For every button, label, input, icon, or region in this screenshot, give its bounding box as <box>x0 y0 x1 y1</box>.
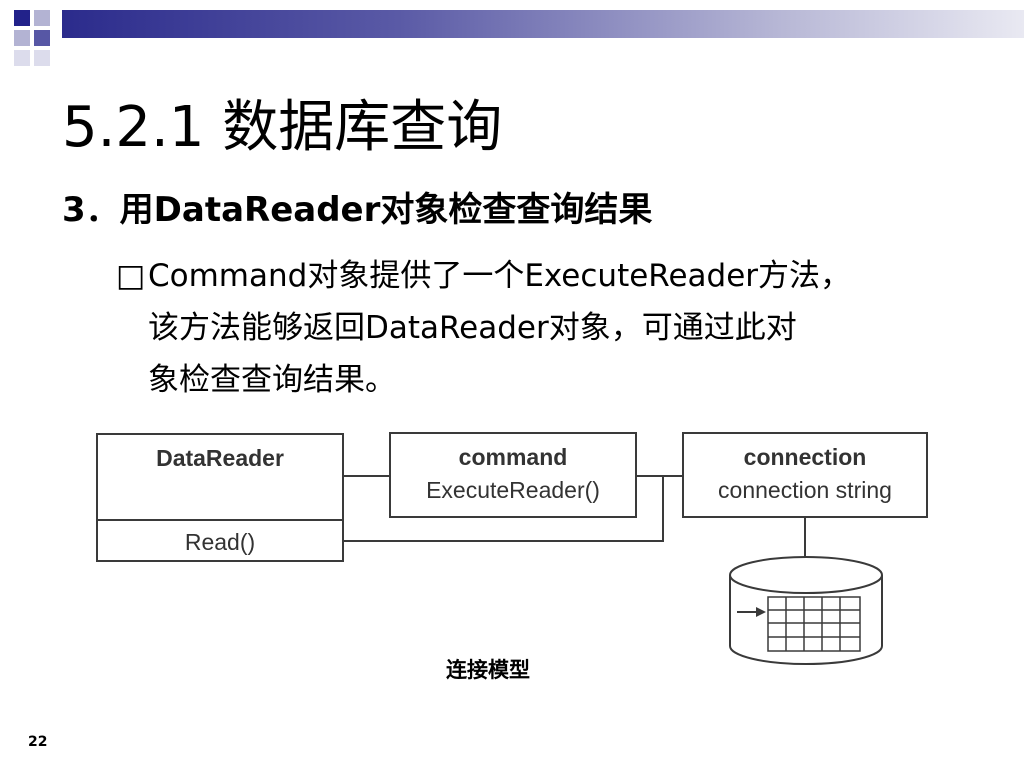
database-cylinder-icon <box>729 556 883 665</box>
bullet-text: Command对象提供了一个ExecuteReader方法， <box>148 258 852 294</box>
header-square-decoration <box>14 10 30 26</box>
bullet-text: 象检查查询结果。 <box>148 362 396 398</box>
diagram-caption: 连接模型 <box>446 658 530 682</box>
bullet-line: □Command对象提供了一个ExecuteReader方法， <box>116 250 1006 302</box>
header-square-decoration <box>14 50 30 66</box>
bullet-line: 该方法能够返回DataReader对象，可通过此对 <box>116 302 1006 354</box>
bullet-marker-icon: □ <box>116 258 146 294</box>
command-title: command <box>459 444 568 470</box>
header-square-decoration <box>34 50 50 66</box>
command-box: command ExecuteReader() <box>389 432 637 518</box>
connection-detail: connection string <box>718 477 892 503</box>
arrow-right-icon <box>737 607 766 617</box>
header-square-decoration <box>34 10 50 26</box>
connection-box: connection connection string <box>682 432 928 518</box>
datareader-method: Read() <box>185 529 255 555</box>
bullet-item: □Command对象提供了一个ExecuteReader方法， 该方法能够返回D… <box>116 250 1006 406</box>
header-decoration-band <box>62 10 1024 38</box>
command-method: ExecuteReader() <box>426 477 600 503</box>
bullet-text: 该方法能够返回DataReader对象，可通过此对 <box>148 310 797 346</box>
datareader-box: DataReader Read() <box>96 433 344 562</box>
header-square-decoration <box>34 30 50 46</box>
connector-line <box>343 476 664 542</box>
slide-title: 5.2.1 数据库查询 <box>62 95 503 160</box>
slide-subtitle: 3．用DataReader对象检查查询结果 <box>62 190 653 230</box>
datareader-title: DataReader <box>156 445 284 471</box>
page-number: 22 <box>28 734 48 750</box>
header-square-decoration <box>14 30 30 46</box>
diagram-connectors <box>343 475 806 558</box>
connection-title: connection <box>744 444 867 470</box>
bullet-line: 象检查查询结果。 <box>116 354 1006 406</box>
table-grid-icon <box>767 596 861 652</box>
